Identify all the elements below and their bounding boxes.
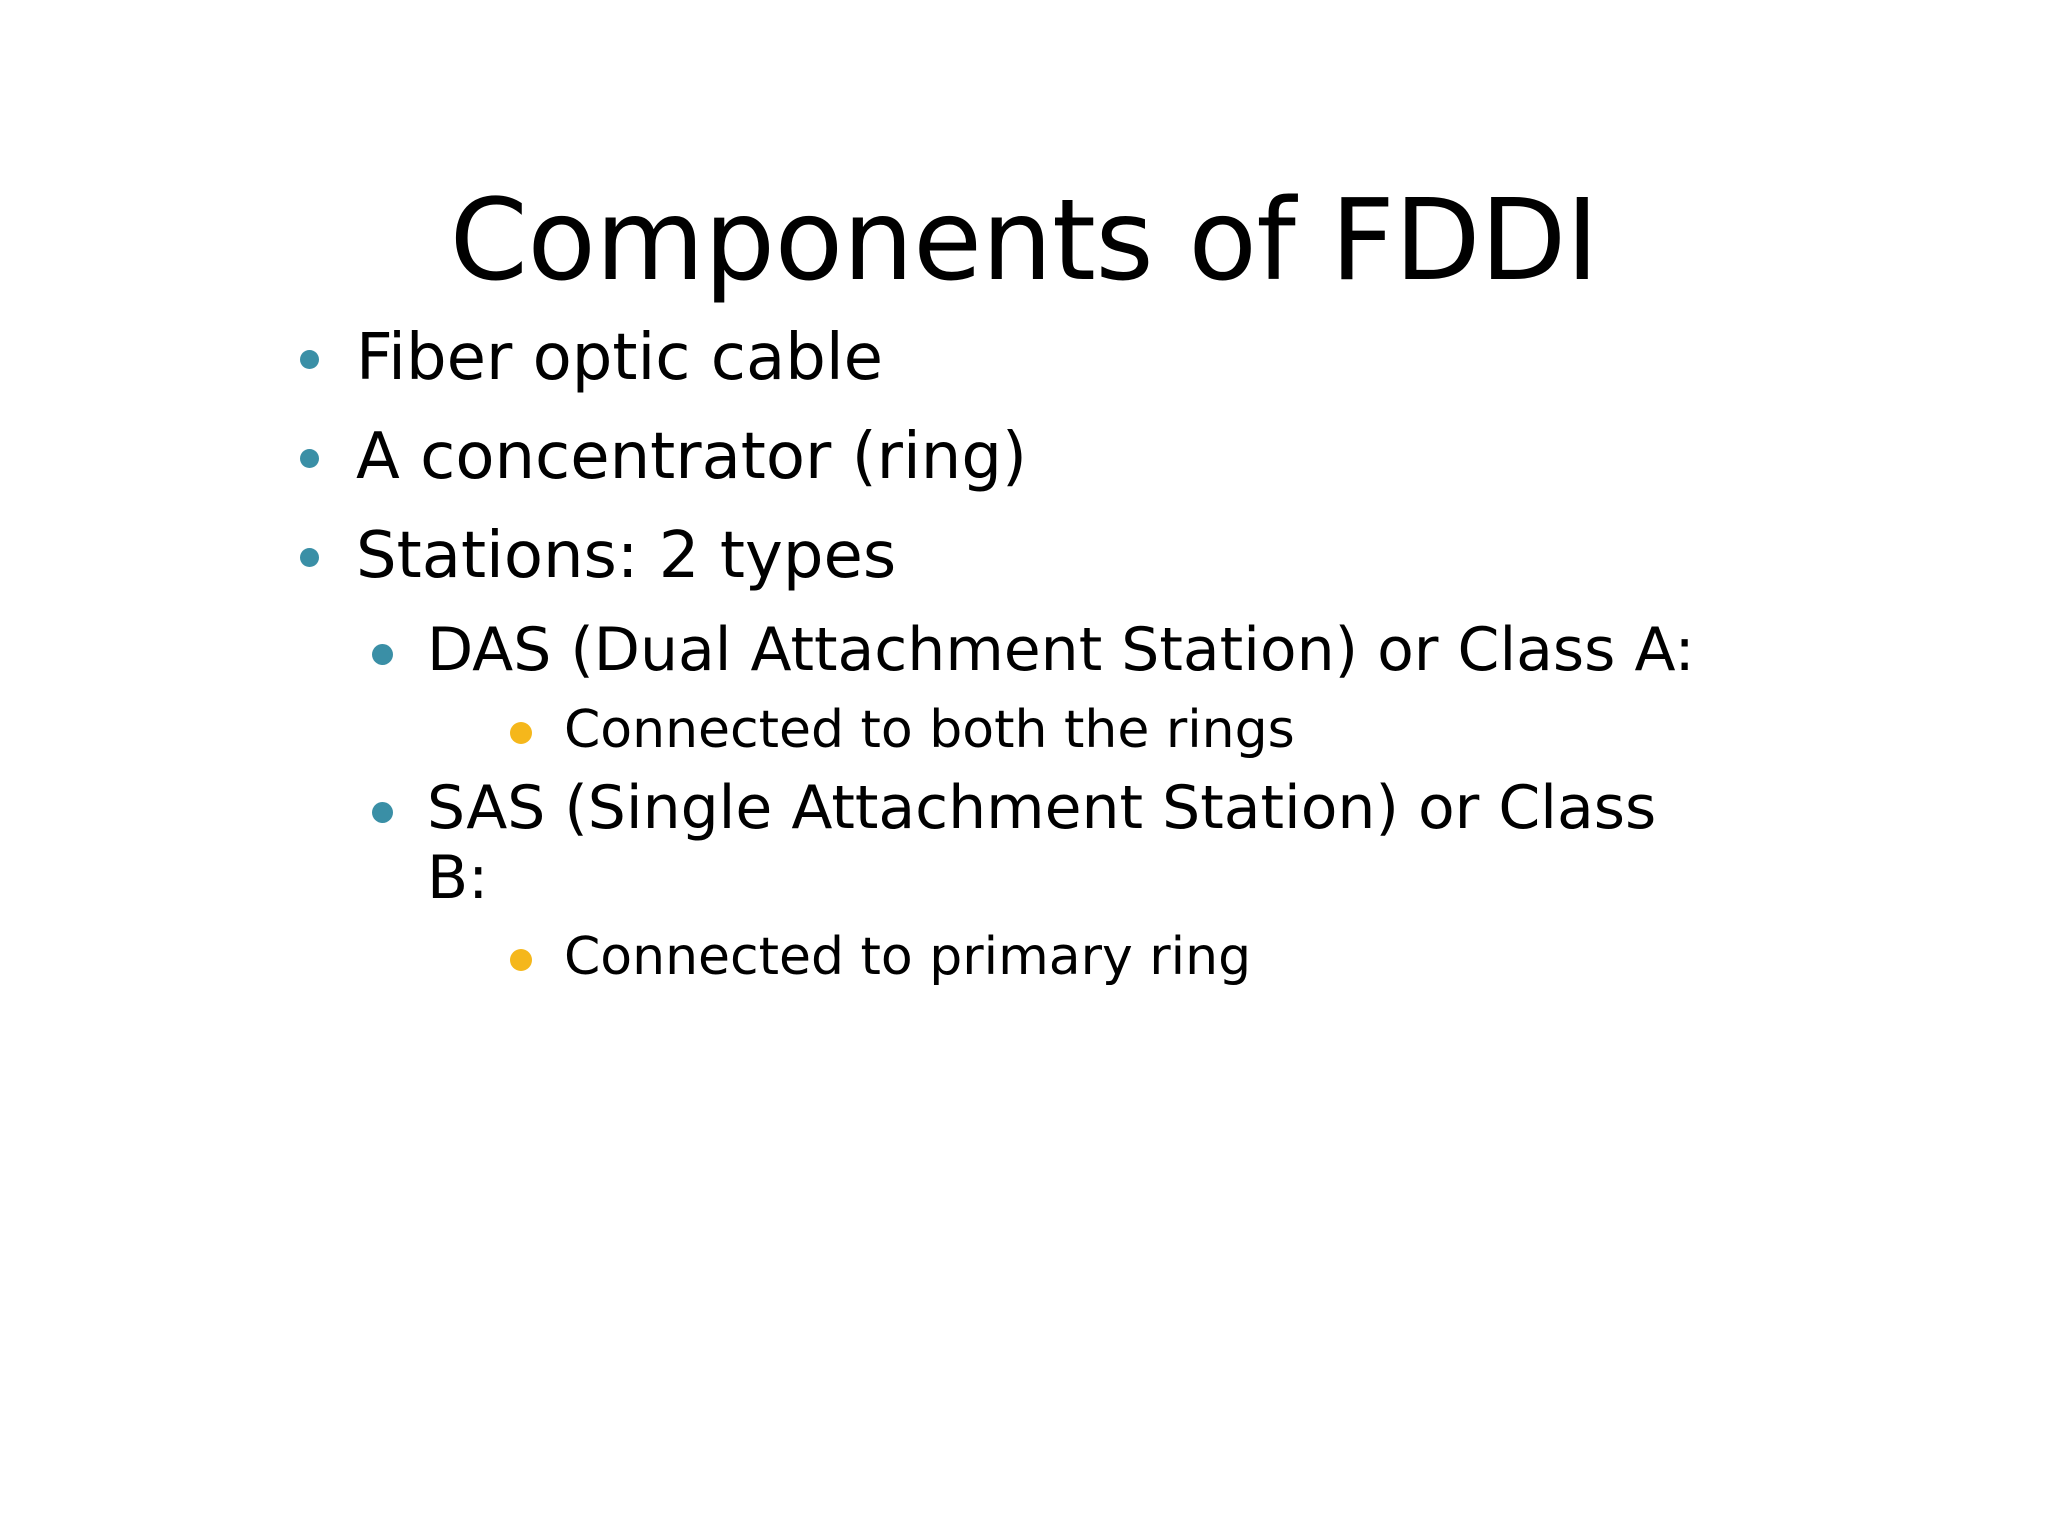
list-item[interactable]: Fiber optic cable — [300, 320, 1920, 397]
list-item[interactable]: Connected to both the rings — [510, 700, 1920, 760]
list-item[interactable]: Stations: 2 types — [300, 518, 1920, 595]
list-item-label: A concentrator (ring) — [356, 419, 1027, 494]
bullet-dot-icon — [300, 547, 319, 567]
bullet-list: Fiber optic cable A concentrator (ring) … — [300, 320, 1920, 1002]
bullet-dot-icon — [300, 350, 319, 369]
page-title: Components of FDDI — [449, 176, 1599, 307]
list-item-label: Stations: 2 types — [356, 518, 897, 593]
bullet-dot-icon — [372, 802, 393, 824]
list-item[interactable]: A concentrator (ring) — [300, 419, 1920, 496]
bullet-dot-icon — [300, 448, 319, 468]
list-item[interactable]: SAS (Single Attachment Station) or Class… — [372, 773, 1920, 913]
list-item[interactable]: Connected to primary ring — [510, 927, 1920, 987]
list-item-label: Connected to primary ring — [564, 927, 1252, 988]
bullet-dot-icon — [372, 644, 393, 666]
list-item-label: Fiber optic cable — [356, 321, 883, 395]
list-item[interactable]: DAS (Dual Attachment Station) or Class A… — [372, 616, 1920, 686]
bullet-dot-icon — [510, 721, 532, 744]
list-item-label: Connected to both the rings — [564, 699, 1295, 760]
list-item-label: DAS (Dual Attachment Station) or Class A… — [427, 615, 1695, 686]
bullet-dot-icon — [510, 949, 532, 972]
list-item-label: SAS (Single Attachment Station) or Class… — [427, 773, 1657, 913]
